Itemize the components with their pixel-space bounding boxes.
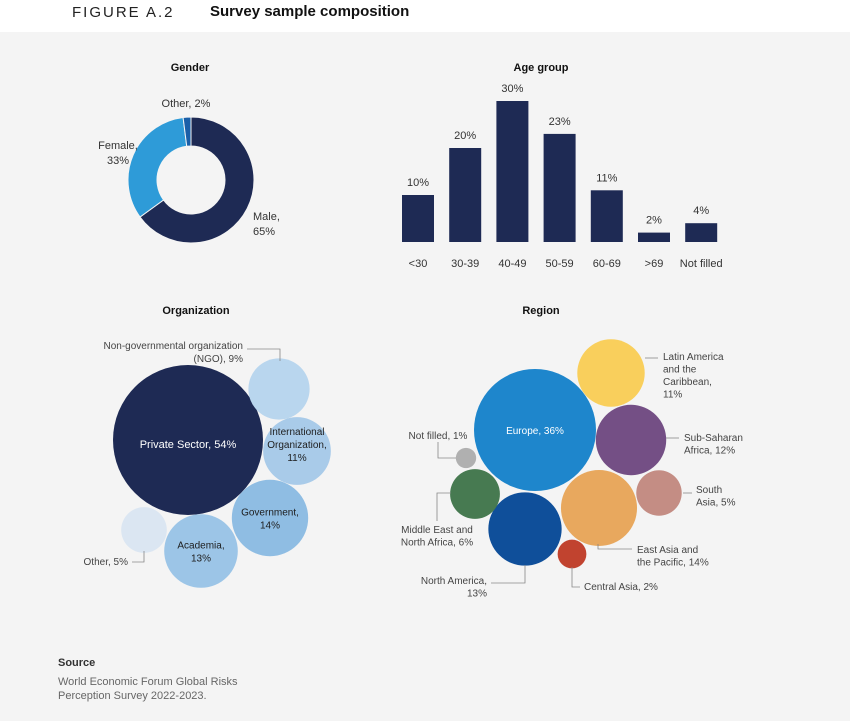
age-bar-value-label: 4% <box>693 205 709 217</box>
organization-outside-label: Non-governmental organization <box>103 341 243 352</box>
donut-label: Female, <box>98 140 138 152</box>
source-text: World Economic Forum Global Risks Percep… <box>58 676 238 702</box>
region-bubble <box>450 469 500 519</box>
age-category-label: 50-59 <box>546 258 574 270</box>
region-outside-label: Sub-Saharan <box>684 433 743 444</box>
organization-bubble <box>113 365 263 515</box>
region-bubble <box>455 447 477 469</box>
organization-bubble <box>263 417 331 485</box>
organization-bubble <box>164 514 238 588</box>
age-bar-value-label: 10% <box>407 177 429 189</box>
region-outside-label: Latin America <box>663 352 724 363</box>
region-outside-label: Not filled, 1% <box>409 431 468 442</box>
region-bubble <box>577 339 645 407</box>
region-bubble <box>488 492 562 566</box>
figure-label: FIGURE A.2 <box>72 4 175 21</box>
age-bar <box>543 133 576 242</box>
organization-bubble-label: 13% <box>191 554 211 565</box>
organization-outside-label: Other, 5% <box>84 557 129 568</box>
organization-bubble-label: International <box>269 427 324 438</box>
leader-line <box>437 442 456 459</box>
gender-title: Gender <box>171 62 210 74</box>
organization-bubble-label: 14% <box>260 521 280 532</box>
donut-label: 33% <box>107 155 129 167</box>
age-bar-value-label: 23% <box>549 116 571 128</box>
age-bar <box>449 148 482 242</box>
leader-line <box>132 551 145 563</box>
organization-bubble <box>231 479 309 557</box>
region-outside-label: Caribbean, <box>663 377 712 388</box>
age-category-label: >69 <box>645 258 664 270</box>
age-bar-value-label: 2% <box>646 215 662 227</box>
organization-bubble-label: Organization, <box>267 440 326 451</box>
region-bubble <box>595 404 667 476</box>
source-heading: Source <box>58 657 96 669</box>
figure-header: FIGURE A.2 Survey sample composition <box>0 0 850 32</box>
region-title: Region <box>522 305 560 317</box>
organization-bubble-label: 11% <box>287 453 306 464</box>
region-bubble <box>474 369 596 491</box>
leader-line <box>491 565 526 584</box>
region-bubble-label: Europe, 36% <box>506 426 564 437</box>
donut-slice-other <box>182 116 192 147</box>
region-outside-label: East Asia and <box>637 545 698 556</box>
organization-title: Organization <box>162 305 230 317</box>
leader-line <box>247 348 281 361</box>
donut-slice-female <box>127 116 188 218</box>
organization-outside-label: (NGO), 9% <box>194 354 244 365</box>
region-bubble <box>557 539 587 569</box>
region-outside-label: Asia, 5% <box>696 498 736 509</box>
region-outside-label: North Africa, 6% <box>401 538 473 549</box>
age-category-label: Not filled <box>680 258 723 270</box>
age-bar-chart: Age group 10% <30 20% 30-39 30% 40-49 23% 50-59 1… <box>402 62 723 270</box>
age-category-label: 60-69 <box>593 258 621 270</box>
region-outside-label: 13% <box>467 589 487 600</box>
donut-label: 65% <box>253 226 275 238</box>
age-category-label: 30-39 <box>451 258 479 270</box>
age-bar-value-label: 11% <box>596 172 617 184</box>
donut-label: Male, <box>253 211 280 223</box>
organization-bubble-label: Private Sector, 54% <box>140 439 237 451</box>
age-bar <box>685 223 718 242</box>
organization-bubble-label: Academia, <box>177 541 224 552</box>
age-bar <box>496 101 529 242</box>
donut-slice-male <box>139 116 255 244</box>
age-bar-value-label: 30% <box>501 83 523 95</box>
region-outside-label: South <box>696 485 722 496</box>
region-outside-label: and the <box>663 365 697 376</box>
age-bar <box>402 195 434 242</box>
donut-label: Other, 2% <box>162 98 211 110</box>
leader-line <box>571 567 580 588</box>
leader-line <box>436 492 451 521</box>
age-title: Age group <box>514 62 569 74</box>
age-category-label: 40-49 <box>498 258 526 270</box>
region-outside-label: Middle East and <box>401 525 473 536</box>
region-outside-label: Central Asia, 2% <box>584 582 658 593</box>
age-bar-value-label: 20% <box>454 130 476 142</box>
figure-title: Survey sample composition <box>210 3 410 20</box>
age-category-label: <30 <box>409 258 428 270</box>
region-outside-label: North America, <box>421 576 487 587</box>
region-outside-label: the Pacific, 14% <box>637 558 709 569</box>
leader-line <box>597 544 632 550</box>
region-bubble <box>636 470 682 516</box>
age-bar <box>638 232 670 242</box>
region-outside-label: 11% <box>663 390 682 401</box>
age-bar <box>590 190 623 242</box>
organization-bubble <box>248 358 310 420</box>
organization-bubble <box>121 507 167 553</box>
organization-bubble-label: Government, <box>241 508 299 519</box>
region-bubble <box>560 469 638 547</box>
region-outside-label: Africa, 12% <box>684 446 735 457</box>
